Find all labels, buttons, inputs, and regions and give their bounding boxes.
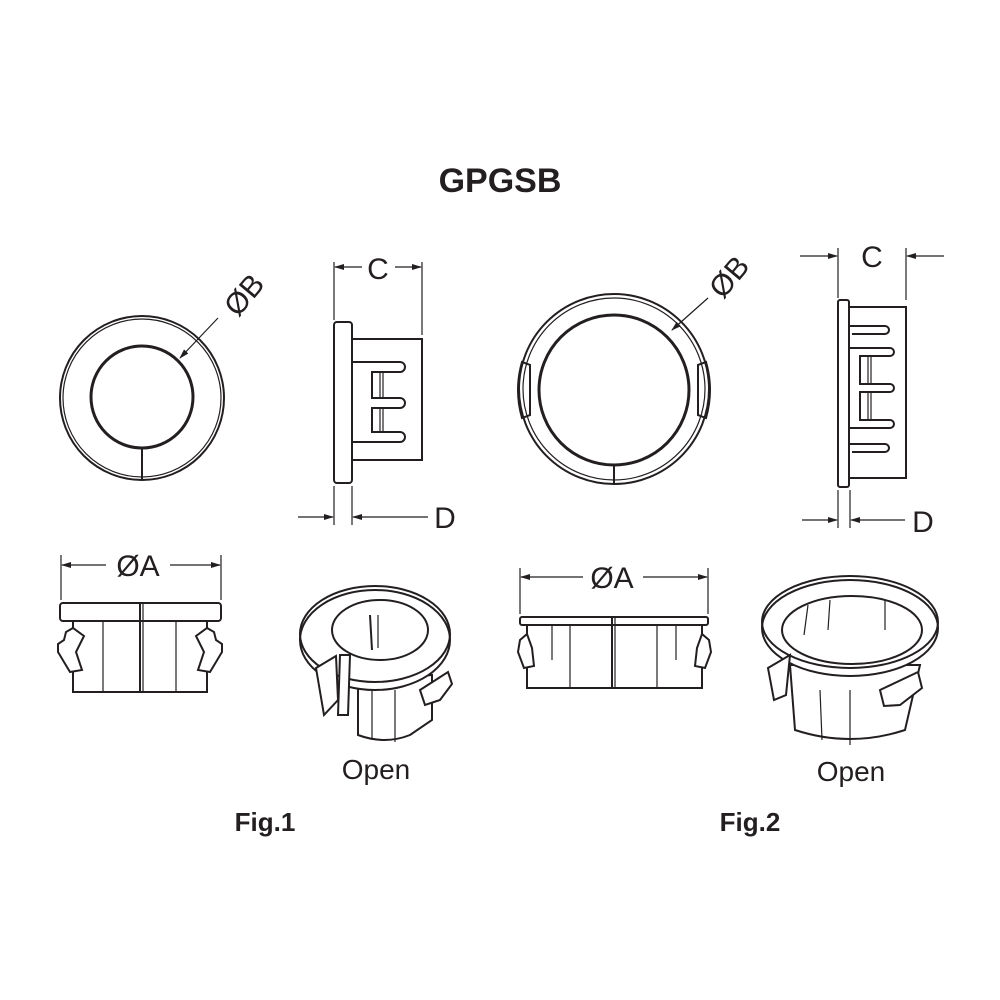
- fig1-dim-b-label: ØB: [218, 268, 271, 322]
- fig2-dim-d-label: D: [912, 506, 934, 539]
- fig1-caption: Fig.1: [235, 807, 296, 837]
- fig2-open-iso-view: Open: [761, 575, 939, 787]
- fig2-front-view: ØB: [517, 250, 756, 485]
- fig1-front-view: ØB: [59, 268, 271, 481]
- fig2-side-view: C D: [800, 241, 944, 539]
- fig1-elevation-view: ØA: [57, 550, 223, 693]
- fig1-dim-c-label: C: [367, 253, 389, 286]
- fig2-dim-c-label: C: [861, 241, 883, 274]
- part-title: GPGSB: [439, 162, 562, 200]
- fig1-dim-d-label: D: [434, 502, 456, 535]
- fig2-caption: Fig.2: [720, 807, 781, 837]
- fig2-elevation-view: ØA: [516, 562, 713, 689]
- fig2-dim-a-label: ØA: [590, 562, 633, 595]
- fig1-open-iso-view: Open: [299, 585, 454, 785]
- fig1-open-label: Open: [342, 754, 411, 785]
- fig1-dim-a-label: ØA: [116, 550, 159, 583]
- fig1-side-view: C D: [298, 253, 456, 535]
- fig2-dim-b-label: ØB: [703, 250, 756, 304]
- fig2-open-label: Open: [817, 756, 886, 787]
